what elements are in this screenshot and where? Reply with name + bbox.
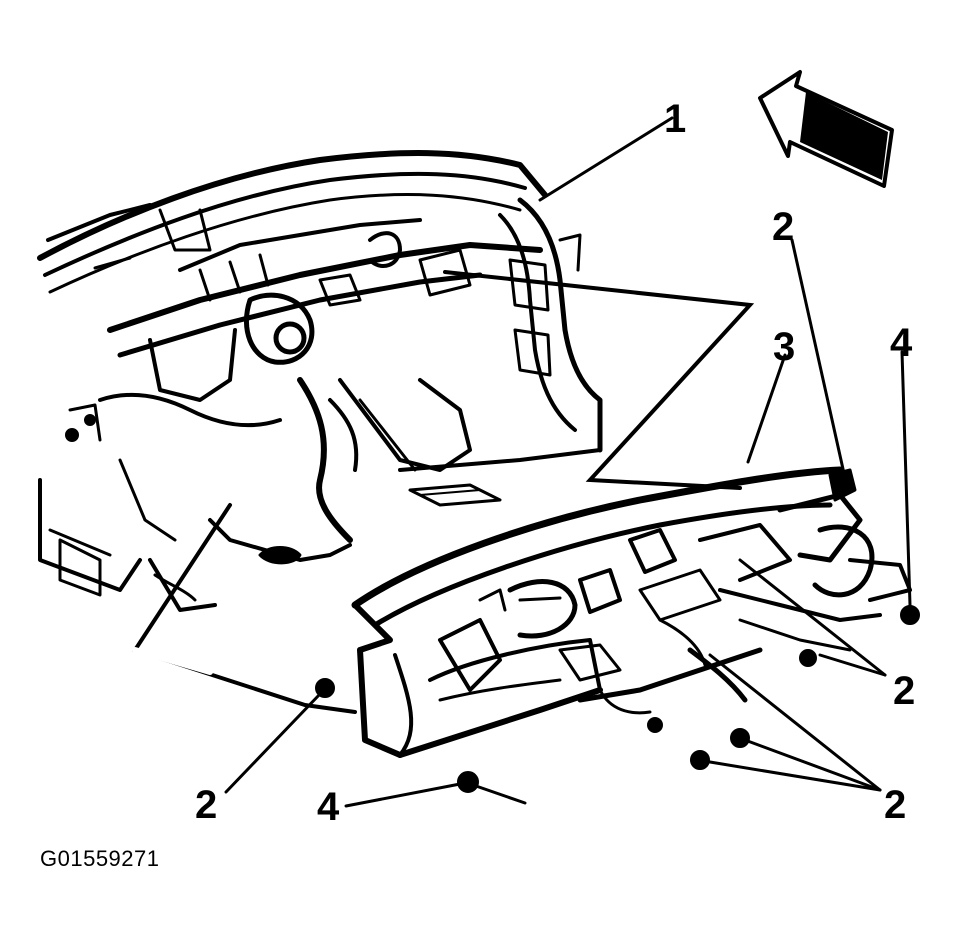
- figure-id: G01559271: [40, 846, 160, 871]
- callout-labels: 1 2 3 4 2 2 2 4: [195, 97, 915, 829]
- fastener-bolts: [315, 470, 920, 793]
- callout-2: 2: [195, 783, 217, 827]
- front-direction-arrow-icon: [758, 70, 894, 188]
- bolt-icon: [647, 717, 663, 733]
- callout-1: 1: [664, 97, 686, 141]
- bolt-icon: [690, 750, 710, 770]
- callout-4: 4: [890, 321, 913, 365]
- removal-path-line: [131, 270, 755, 714]
- callout-2: 2: [772, 205, 794, 249]
- bolt-icon: [457, 771, 479, 793]
- bolt-icon: [730, 728, 750, 748]
- bolt-icon: [900, 605, 920, 625]
- callout-3: 3: [773, 325, 795, 369]
- bolt-icon: [315, 678, 335, 698]
- leader-lines: [224, 116, 912, 808]
- callout-4: 4: [317, 785, 340, 829]
- bolt-icon: [799, 649, 817, 667]
- vehicle-cowl-and-floor: [37, 150, 603, 612]
- callout-2: 2: [893, 669, 915, 713]
- instrument-panel-assembly: [351, 466, 912, 758]
- callout-2: 2: [884, 783, 906, 827]
